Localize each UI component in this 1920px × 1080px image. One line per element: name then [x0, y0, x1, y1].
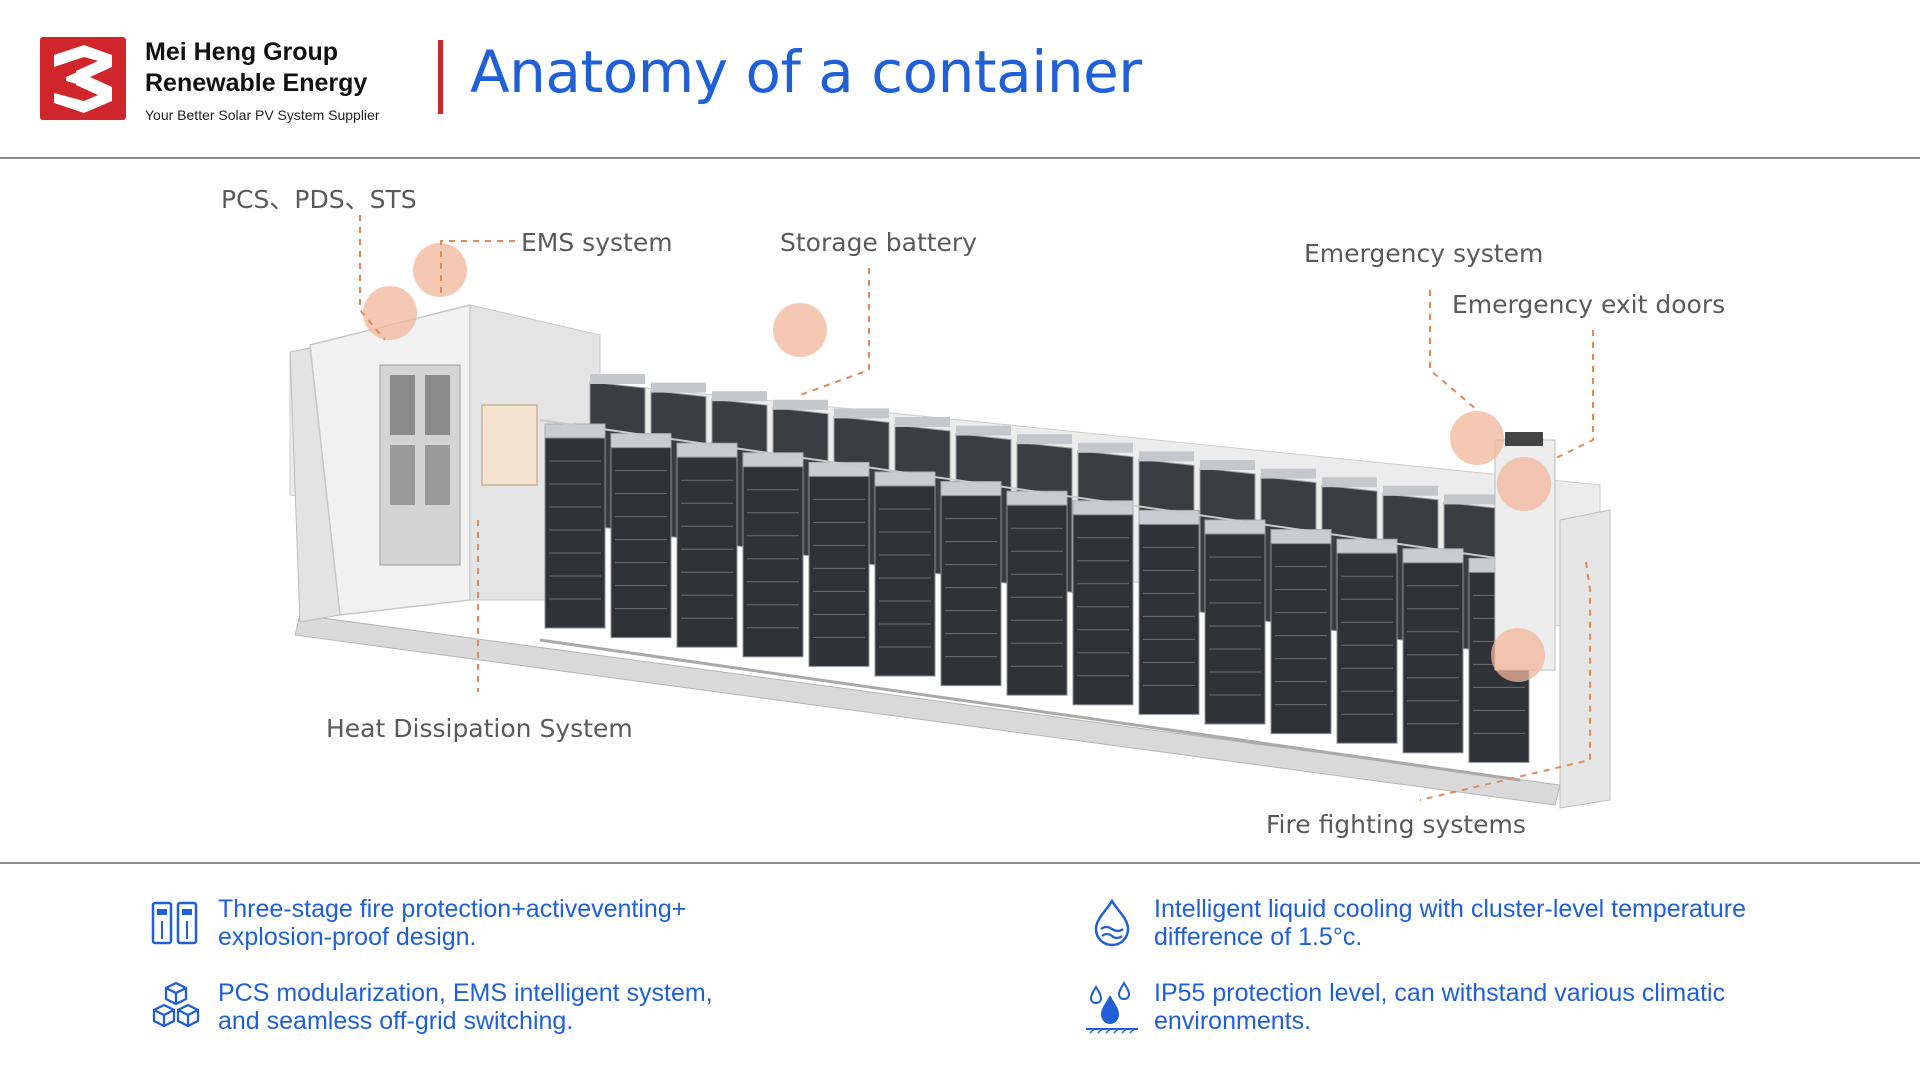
leader-line	[359, 215, 386, 341]
hotspot-marker	[1497, 457, 1551, 511]
back-rack-top	[956, 425, 1011, 436]
front-battery-rack	[874, 485, 936, 677]
label-pcs-pds-sts: PCS、PDS、STS	[221, 185, 417, 214]
features-rule	[0, 862, 1920, 864]
back-rack-top	[895, 417, 950, 427]
feature-text-line-1: Intelligent liquid cooling with cluster-…	[1154, 895, 1746, 923]
front-rack-row	[544, 423, 1530, 763]
feature-text: PCS modularization, EMS intelligent syst…	[218, 979, 713, 1035]
back-rack-top	[1383, 485, 1438, 496]
label-ems-system: EMS system	[521, 228, 673, 257]
hotspot-marker	[1450, 411, 1504, 465]
pcs-cabinet-panel-4	[425, 445, 450, 505]
back-rack-top	[651, 382, 706, 393]
feature-fire-protection: Three-stage fire protection+activeventin…	[148, 895, 908, 955]
container-floor	[294, 614, 1561, 806]
front-battery-rack	[676, 456, 738, 648]
leader-line	[799, 268, 870, 396]
hotspot-marker	[413, 243, 467, 297]
hotspot-marker	[1491, 628, 1545, 682]
leader-line	[440, 240, 515, 298]
feature-text-line-1: IP55 protection level, can withstand var…	[1154, 979, 1726, 1007]
feature-text-line-2: and seamless off-grid switching.	[218, 1007, 574, 1035]
header: Mei Heng Group Renewable Energy Your Bet…	[0, 0, 1920, 158]
feature-modularization: PCS modularization, EMS intelligent syst…	[148, 979, 908, 1039]
company-line-1: Mei Heng Group	[145, 38, 339, 66]
back-rack-top	[773, 399, 828, 410]
feature-text-line-1: Three-stage fire protection+activeventin…	[218, 895, 687, 923]
hotspot-marker	[363, 286, 417, 340]
front-battery-rack	[544, 437, 606, 629]
feature-text-line-2: difference of 1.5°c.	[1154, 923, 1363, 951]
feature-ip55: IP55 protection level, can withstand var…	[1084, 979, 1904, 1039]
back-rack-top	[1322, 477, 1377, 488]
leader-line	[1419, 561, 1591, 801]
leader-lines	[359, 215, 1594, 801]
title-divider	[438, 40, 443, 114]
feature-text-line-2: environments.	[1154, 1007, 1312, 1035]
leader-line	[1551, 330, 1594, 461]
feature-liquid-cooling: Intelligent liquid cooling with cluster-…	[1084, 895, 1904, 955]
label-fire-fighting: Fire fighting systems	[1266, 810, 1526, 839]
hotspot-marker	[773, 303, 827, 357]
front-battery-rack	[742, 466, 804, 658]
front-battery-rack	[1402, 562, 1464, 754]
label-emergency-system: Emergency system	[1304, 239, 1544, 268]
label-heat-dissipation: Heat Dissipation System	[326, 714, 633, 743]
feature-text-line-2: explosion-proof design.	[218, 923, 477, 951]
front-battery-rack	[1072, 514, 1134, 706]
front-battery-rack	[808, 475, 870, 667]
front-battery-rack	[1006, 504, 1068, 696]
back-rack-top	[1200, 460, 1255, 470]
back-rack-top	[1444, 494, 1499, 505]
pcs-cabinet-panel-1	[390, 375, 415, 435]
front-battery-rack	[610, 447, 672, 639]
back-rack-top	[1261, 468, 1316, 479]
feature-text: Intelligent liquid cooling with cluster-…	[1154, 895, 1746, 951]
page-title: Anatomy of a container	[470, 38, 1142, 106]
feature-text-line-1: PCS modularization, EMS intelligent syst…	[218, 979, 713, 1007]
back-rack-top	[1017, 434, 1072, 445]
container-diagram: PCS、PDS、STS EMS system Storage battery E…	[0, 160, 1920, 860]
pcs-cabinet-panel-2	[425, 375, 450, 435]
back-rack-top	[834, 408, 889, 419]
front-rail-top	[539, 419, 1511, 561]
feature-text: IP55 protection level, can withstand var…	[1154, 979, 1725, 1035]
back-rack-top	[1078, 442, 1133, 453]
front-rail-bottom	[539, 638, 1521, 782]
company-logo	[40, 37, 126, 120]
company-name: Mei Heng Group Renewable Energy Your Bet…	[145, 37, 380, 123]
company-tagline: Your Better Solar PV System Supplier	[145, 107, 380, 123]
leader-line	[1429, 290, 1478, 411]
front-battery-rack	[1138, 523, 1200, 715]
front-battery-rack	[1204, 533, 1266, 725]
header-rule	[0, 157, 1920, 159]
label-storage-battery: Storage battery	[780, 228, 978, 257]
container-illustration	[289, 215, 1611, 809]
company-line-2: Renewable Energy	[145, 69, 368, 97]
waterproof-icon	[1086, 981, 1138, 1034]
fire-cabinet-icon	[151, 901, 198, 945]
feature-text: Three-stage fire protection+activeventin…	[218, 895, 686, 951]
front-battery-rack	[940, 495, 1002, 687]
front-battery-rack	[1336, 552, 1398, 744]
back-rack-top	[590, 374, 645, 384]
air-conditioner-unit	[481, 404, 538, 486]
emergency-door-sign	[1505, 432, 1543, 446]
front-battery-rack	[1270, 543, 1332, 735]
back-rack-top	[712, 391, 767, 402]
water-drop-icon	[1094, 898, 1130, 947]
pcs-cabinet-panel-3	[390, 445, 415, 505]
hotspot-markers	[363, 243, 1551, 682]
label-emergency-exit-doors: Emergency exit doors	[1452, 290, 1726, 319]
container-right-end	[1559, 509, 1611, 809]
cubes-icon	[152, 981, 200, 1028]
back-rack-top	[1139, 451, 1194, 462]
